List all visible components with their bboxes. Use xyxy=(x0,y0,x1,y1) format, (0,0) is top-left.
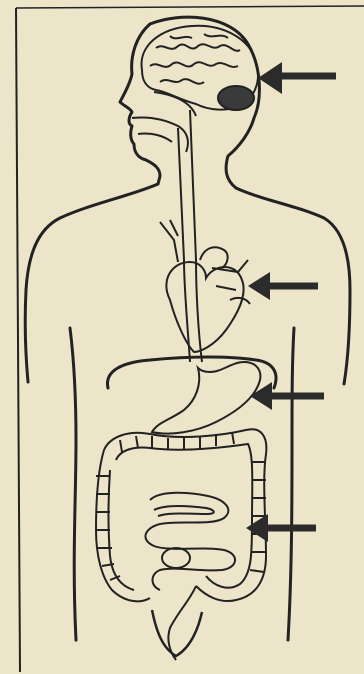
frame-top-line xyxy=(16,6,364,8)
head-passages xyxy=(132,92,202,362)
arrow-brain-icon xyxy=(258,62,336,94)
arrow-stomach-icon xyxy=(250,382,324,410)
large-intestine xyxy=(96,429,266,601)
brain xyxy=(142,26,258,110)
stomach xyxy=(152,362,260,434)
arrow-heart-icon xyxy=(248,272,318,300)
arrow-small-intestine-icon xyxy=(246,514,316,542)
heart xyxy=(160,220,250,352)
frame-left-line xyxy=(16,8,20,672)
